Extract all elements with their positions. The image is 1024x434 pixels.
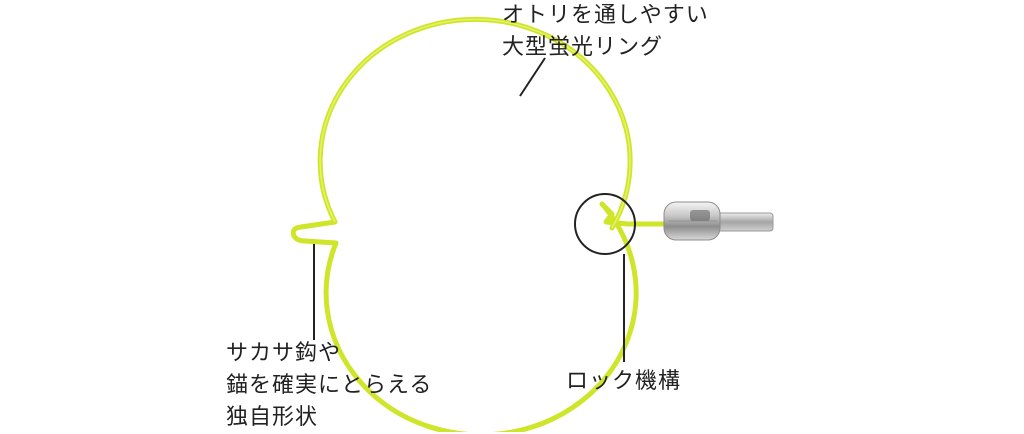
handle-rod [714,212,774,232]
hook-annotation-line-2: 錨を確実にとらえる [226,373,433,398]
hook-annotation-line-1: サカサ鈎や [226,341,342,366]
ferrule-slot [690,210,710,221]
hook-annotation-line-3: 独自形状 [226,405,319,430]
lock-annotation-text: ロック機構 [566,369,682,394]
ring-annotation-line-2: 大型蛍光リング [502,35,664,60]
ring-annotation: オトリを通しやすい 大型蛍光リング [502,0,709,64]
lock-annotation: ロック機構 [566,366,681,398]
hook-annotation: サカサ鈎や 錨を確実にとらえる 独自形状 [226,338,432,434]
ring-leader-line [519,57,546,97]
ring-annotation-line-1: オトリを通しやすい [502,3,709,28]
ring-highlight [319,18,631,229]
fluorescent-ring [290,16,668,432]
lock-highlight-circle [574,193,636,255]
metal-handle [663,201,774,241]
